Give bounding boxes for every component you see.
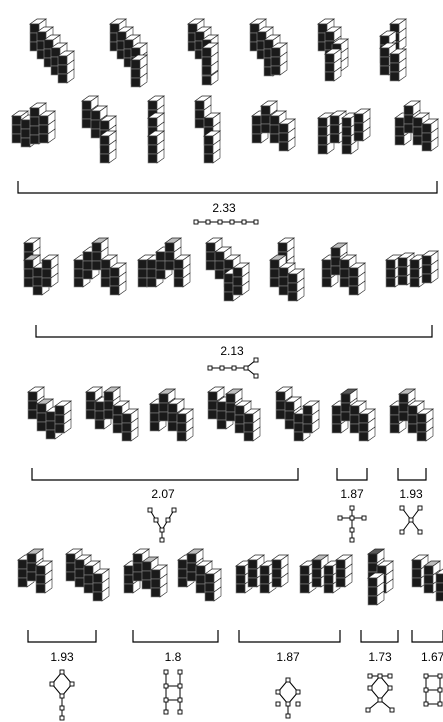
molecule-r5-4 — [178, 549, 221, 601]
molecule-r2-4 — [195, 96, 220, 163]
group-label-1-93b: 1.93 — [50, 650, 74, 664]
bracket-1-93a — [398, 468, 426, 480]
group-label-1-93a: 1.93 — [399, 487, 423, 501]
molecule-r2-7 — [395, 101, 438, 151]
graph-branched-end — [208, 358, 258, 378]
graphs-layer — [50, 220, 442, 720]
molecule-r1-5 — [318, 19, 348, 81]
molecule-r1-2 — [110, 19, 147, 87]
bracket-2-33 — [18, 181, 437, 193]
molecule-r5-6 — [300, 555, 352, 593]
molecule-r3-5 — [270, 238, 304, 301]
molecule-r2-3 — [148, 96, 164, 163]
molecules-layer — [12, 19, 443, 605]
molecule-r5-7 — [368, 549, 393, 605]
bracket-2-13 — [36, 325, 432, 337]
group-label-1-87b: 1.87 — [276, 650, 300, 664]
group-label-1-67: 1.67 — [421, 650, 443, 664]
molecule-r5-5 — [236, 555, 288, 593]
group-label-1-73: 1.73 — [368, 650, 392, 664]
group-label-2-33: 2.33 — [212, 201, 236, 215]
molecule-r5-1 — [18, 549, 52, 593]
molecule-r4-7 — [390, 389, 433, 441]
group-label-1-8: 1.8 — [165, 650, 182, 664]
molecule-r5-2 — [66, 549, 109, 601]
bracket-1-93b — [28, 630, 96, 642]
bracket-1-73 — [361, 630, 398, 642]
molecule-r1-4 — [250, 19, 287, 76]
graph-x — [400, 506, 422, 534]
group-label-2-13: 2.13 — [220, 344, 244, 358]
group-label-1-87a: 1.87 — [340, 487, 364, 501]
molecule-r3-2 — [74, 238, 126, 295]
bracket-1-87a — [337, 468, 367, 480]
graph-diamond-ends — [276, 678, 300, 718]
bracket-1-67 — [412, 630, 443, 642]
graph-y — [148, 508, 176, 542]
molecule-r2-2 — [82, 96, 116, 163]
molecule-r4-3 — [150, 389, 193, 441]
molecule-r1-3 — [188, 19, 218, 85]
molecule-r4-6 — [332, 389, 375, 441]
graph-path — [194, 220, 258, 224]
molecule-r3-7 — [386, 251, 438, 287]
molecule-r2-6 — [318, 109, 370, 154]
molecule-r1-1 — [30, 19, 74, 83]
group-label-2-07: 2.07 — [151, 487, 175, 501]
molecule-r5-8 — [412, 555, 443, 601]
molecule-r4-1 — [28, 387, 71, 439]
molecule-r3-3 — [138, 238, 190, 287]
molecule-r2-5 — [252, 101, 295, 151]
graph-diamond-x — [366, 674, 394, 712]
bracket-1-8 — [133, 630, 218, 642]
graph-cross — [338, 506, 366, 542]
molecule-r4-2 — [86, 387, 138, 441]
molecule-r4-4 — [208, 387, 260, 441]
bracket-2-07 — [32, 468, 298, 480]
molecule-r5-3 — [124, 549, 167, 597]
molecule-r3-6 — [322, 243, 365, 295]
bracket-1-87b — [239, 630, 340, 642]
molecule-r2-1 — [12, 103, 55, 147]
molecule-r3-1 — [24, 238, 58, 295]
molecule-r1-6 — [380, 19, 406, 81]
graph-diamond-tail — [50, 670, 74, 720]
molecule-r3-4 — [206, 238, 249, 301]
molecule-r4-5 — [276, 387, 319, 441]
graph-ladder-small — [424, 674, 442, 706]
graph-ladder — [164, 670, 182, 714]
